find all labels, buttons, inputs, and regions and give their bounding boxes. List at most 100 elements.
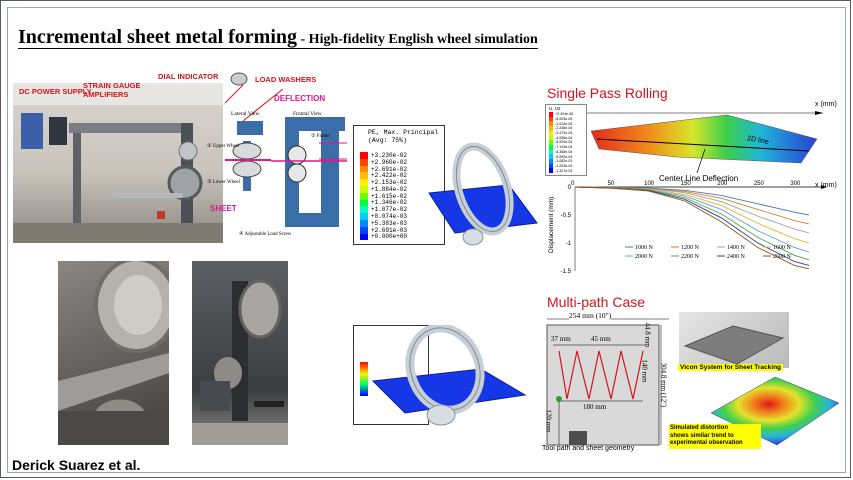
chart-x-tick: 100: [644, 181, 655, 187]
contour-legend-swatch: [549, 135, 553, 141]
contour-legend-swatch: [549, 126, 553, 131]
fe-legend-row: +5.383e-03: [360, 220, 407, 227]
english-wheel-photo-1-drawing: [58, 261, 169, 445]
contour-legend-swatch: [549, 158, 553, 164]
vicon-caption: Vicon System for Sheet Tracking: [678, 364, 784, 371]
contour-legend-swatch: [549, 149, 553, 155]
label-load-washers: LOAD WASHERS: [255, 75, 317, 84]
distortion-caption: Simulated distortion shows similar trend…: [669, 424, 761, 449]
chart-x-label: x (mm): [815, 182, 837, 189]
fe-model-multi: [365, 323, 529, 429]
fe-legend-value: +1.615e-02: [371, 192, 408, 200]
author: Derick Suarez et al.: [12, 457, 141, 473]
contour-legend-value: -1.024e-04: [555, 121, 573, 126]
contour-legend-swatch: [549, 112, 553, 117]
fe-legend-value: +0.000e+00: [371, 233, 408, 241]
title-main: Incremental sheet metal forming: [18, 26, 298, 48]
chart-x-tick: 250: [754, 181, 765, 187]
fe-legend-row: +0.000e+00: [360, 233, 408, 241]
fe-legend-swatch: [360, 199, 368, 207]
fe-legend-value: +2.153e-02: [371, 179, 408, 187]
single-pass-contour-legend: U, U2 +2.404e-06-6.003e-05-1.024e-04-2.2…: [545, 104, 587, 176]
fe-legend-row: +2.153e-02: [360, 179, 407, 186]
contour-legend-swatch: [549, 163, 553, 169]
contour-legend-value: -1.082e-03: [555, 159, 573, 164]
chart-legend-label: 2400 N: [727, 254, 746, 260]
chart-series-line: [574, 186, 810, 244]
contour-legend-scale: +2.404e-06-6.003e-05-1.024e-04-2.248e-04…: [549, 112, 573, 173]
setup-photo: [13, 83, 223, 243]
fe-legend-swatch: [360, 192, 368, 200]
fe-legend-swatch: [360, 152, 368, 159]
dim-top: 254 mm (10"): [569, 311, 612, 320]
contour-legend-row: -4.056e-04: [549, 135, 573, 141]
single-pass-x-label-top: x (mm): [815, 101, 837, 108]
chart-legend-label: 1400 N: [727, 245, 746, 251]
english-wheel-photo-2-drawing: [192, 279, 288, 445]
chart-y-label: Displacement (mm): [548, 197, 555, 253]
fe-legend-swatch: [360, 165, 368, 173]
dim-37: 37 mm: [551, 335, 571, 343]
fe-legend-swatch: [360, 213, 368, 220]
chart-x-tick: 150: [681, 181, 692, 187]
geometry-caption: Tool path and sheet geometry: [542, 445, 635, 452]
contour-legend-value: -7.144e-04: [555, 145, 573, 150]
fe-legend-row: +1.077e-02: [360, 206, 407, 213]
fe-legend-row: +2.422e-02: [360, 172, 407, 179]
chart-series-line: [574, 186, 810, 261]
label-upper-wheel: ② Upper Wheel: [207, 144, 240, 149]
fe-legend-swatch: [360, 179, 368, 186]
label-strain-gauge: STRAIN GAUGE AMPLIFIERS: [83, 81, 141, 99]
contour-legend-swatch: [549, 144, 553, 150]
fe-legend-small-scale: [360, 362, 368, 396]
fe-legend-row: +2.691e-03: [360, 227, 407, 234]
label-frame: ① Frame: [311, 134, 330, 139]
contour-legend-row: -1.024e-04: [549, 121, 573, 127]
label-adjustable-screw: ④ Adjustable Load Screw: [239, 232, 292, 237]
vicon-image-drawing: [683, 325, 785, 365]
fe-legend-swatch: [360, 158, 368, 166]
fe-legend-header: PE, Max. Principal (Avg: 75%): [368, 129, 439, 144]
fe-legend-row: +1.346e-02: [360, 199, 407, 207]
dim-120: 120 mm: [544, 409, 553, 433]
chart-legend-label: 2200 N: [681, 254, 700, 260]
contour-legend-swatch: [549, 154, 553, 159]
fe-legend-swatch: [360, 172, 368, 180]
slide-title: Incremental sheet metal forming - High-f…: [18, 27, 538, 49]
fe-model-single: [421, 133, 539, 249]
contour-legend-row: -1.327e-03: [549, 168, 573, 173]
tool-path-drawing: [546, 318, 669, 446]
chart-y-tick: -1: [566, 241, 572, 247]
contour-legend-row: -9.592e-04: [549, 154, 573, 159]
chart-x-tick: 300: [790, 181, 801, 187]
fe-legend-swatch: [360, 206, 368, 214]
contour-legend-value: -9.592e-04: [555, 154, 573, 159]
wheel-schematic: Lateral View Frontal View ② Upper Wheel …: [207, 71, 347, 241]
contour-legend-row: -2.248e-04: [549, 126, 573, 131]
chart-x-axis-arrow: [821, 185, 827, 189]
chart-title: Center Line Deflection: [659, 174, 738, 183]
chart-legend-label: 1200 N: [681, 245, 700, 251]
fe-legend-value: +2.691e-02: [371, 165, 408, 173]
label-sheet: SHEET: [210, 204, 237, 213]
chart-y-tick: -0.5: [561, 213, 572, 219]
english-wheel-photo-2: [192, 261, 288, 445]
chart-y-tick: 0: [568, 185, 572, 191]
fe-legend-value: +2.422e-02: [371, 172, 408, 180]
label-lower-wheel: ③ Lower Wheel: [207, 180, 240, 185]
fe-legend-row: +1.884e-02: [360, 186, 407, 193]
chart-legend-label: 1000 N: [635, 245, 654, 251]
label-dc-power-supply: DC POWER SUPPLY: [19, 87, 92, 96]
chart-x-tick: 200: [717, 181, 728, 187]
contour-legend-swatch: [549, 140, 553, 145]
dim-45: 45 mm: [591, 335, 611, 343]
slide-inner-frame: [7, 7, 846, 473]
chart-legend-label: 2600 N: [773, 254, 792, 260]
fe-legend-swatch: [360, 185, 368, 193]
single-pass-contour-plot: 2D line: [587, 109, 823, 175]
contour-legend-value: -4.056e-04: [555, 135, 573, 140]
fe-legend-value: +1.884e-02: [371, 185, 408, 193]
fe-legend-row: +1.615e-02: [360, 193, 407, 200]
